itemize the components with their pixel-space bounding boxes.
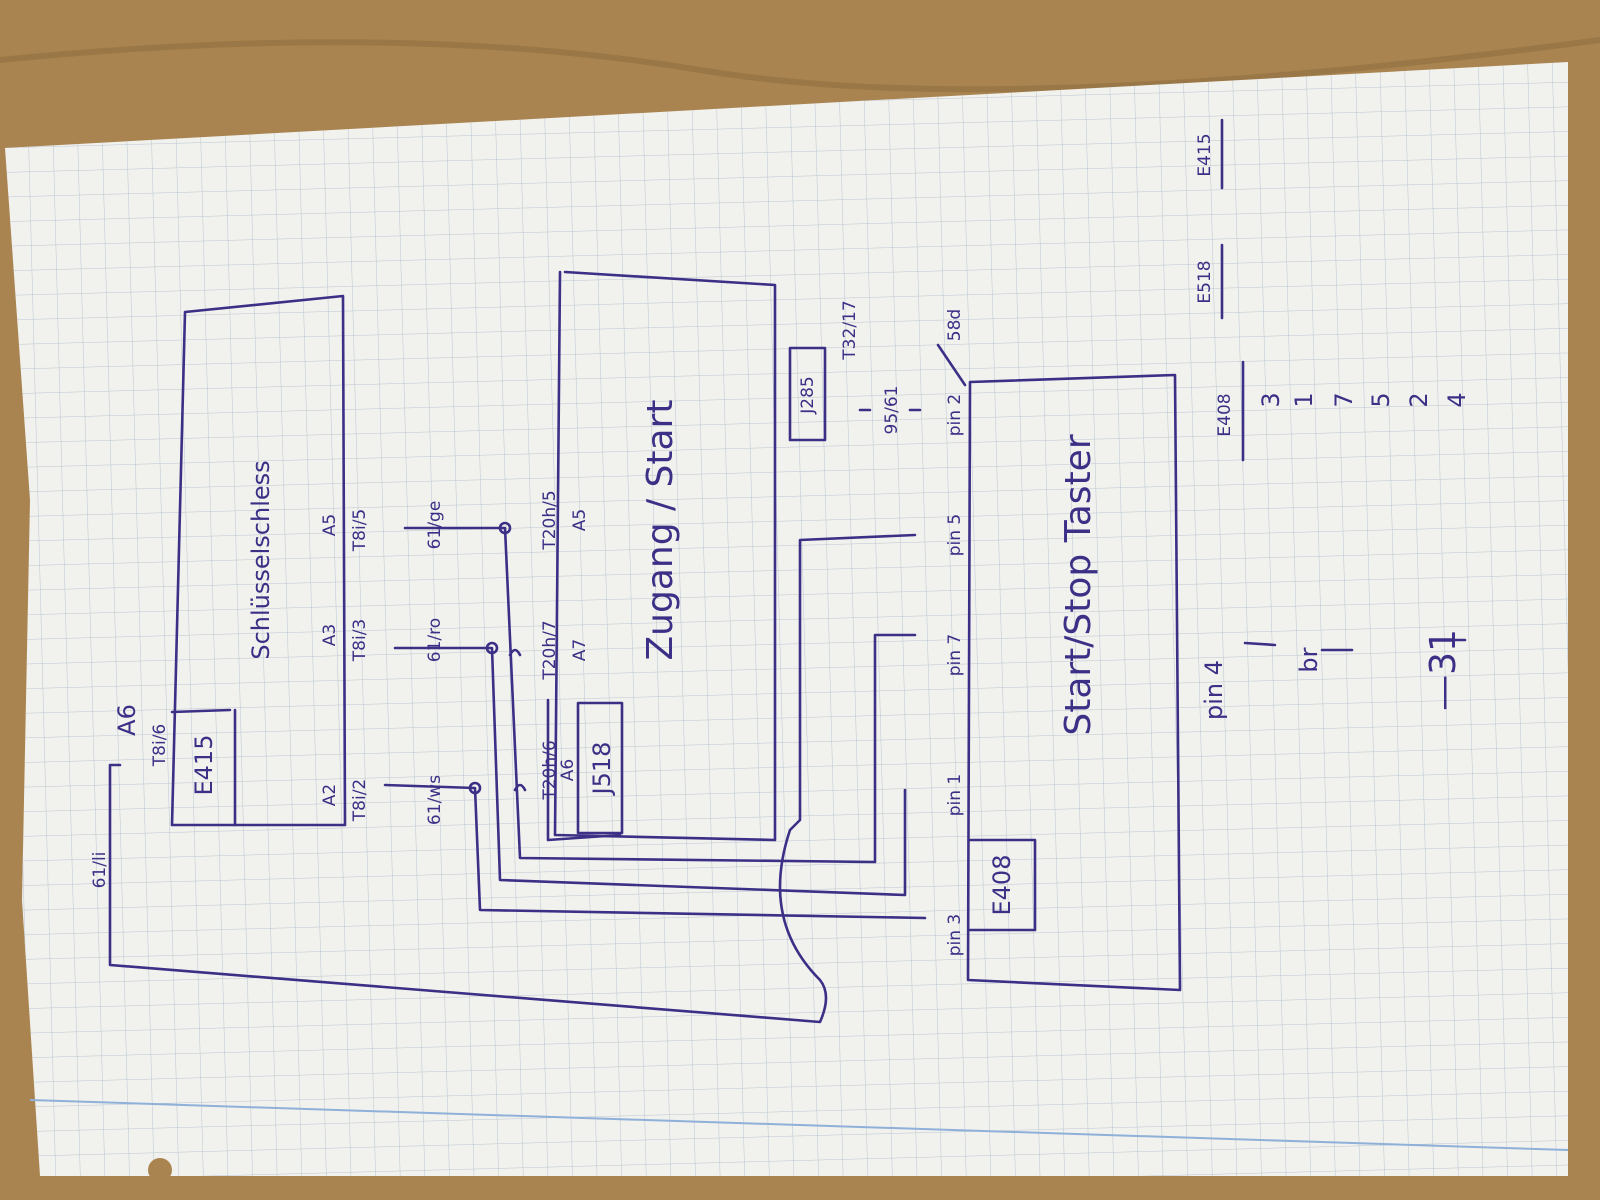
wire-label: 61/ws (425, 775, 445, 825)
legend-number: 5 (1367, 392, 1395, 407)
legend-header: E408 (1215, 393, 1235, 436)
wire-61-ws (383, 783, 927, 920)
wire-label: 61/ro (425, 618, 445, 662)
wire-label: 61/ge (425, 501, 445, 550)
pin-a6-label: A6 (113, 704, 141, 736)
legend-rules (1220, 118, 1245, 462)
pin-label: pin 7 (945, 634, 965, 677)
margin-line (29, 1099, 1569, 1151)
junction-dot (468, 781, 482, 795)
connector-label: T20h/7 (540, 620, 560, 680)
start-stop-box (966, 373, 1182, 992)
access-start-title: Zugang / Start (640, 399, 681, 660)
e415-label: E415 (190, 735, 218, 796)
access-start-box (553, 270, 777, 842)
pin-label: pin 1 (945, 774, 965, 817)
connector-label: T20h/5 (540, 490, 560, 550)
wire-61-li (108, 533, 917, 1024)
t32-17-label: T32/17 (840, 300, 860, 360)
ignition-lock-title: Schlüsselschless (247, 460, 275, 659)
e408-label: E408 (988, 855, 1016, 916)
j518-label: J518 (588, 742, 616, 797)
pin-label: pin 5 (945, 514, 965, 557)
j518-box (576, 701, 624, 835)
connector-label: T20h/6 (540, 740, 560, 800)
wire-61-ro (393, 646, 907, 897)
connector-label: T8i/3 (350, 619, 370, 662)
paper-grid (5, 62, 1568, 1176)
wire-61-li-label: 61/li (90, 852, 110, 889)
pin-label: A2 (320, 784, 340, 806)
pin-label: pin 3 (945, 914, 965, 957)
legend-number: 4 (1443, 392, 1471, 407)
pin-label: A5 (570, 509, 590, 531)
e415-box (170, 708, 237, 827)
term-58d-label: 58d (945, 309, 965, 341)
wire-58d (936, 343, 967, 387)
connector-label: T8i/5 (350, 509, 370, 552)
ground-31-label: —31 (1423, 629, 1464, 711)
legend-number: 7 (1330, 392, 1358, 407)
ignition-lock-box (170, 294, 347, 827)
junction-dot (498, 521, 512, 535)
wire-j518-link (508, 648, 622, 842)
junction-dot (485, 641, 499, 655)
pin-label: A7 (570, 639, 590, 661)
punch-hole (148, 1158, 172, 1182)
connector-label: T8i/2 (350, 779, 370, 822)
wood-grain (0, 37, 1600, 93)
j285-box (788, 346, 827, 442)
pin-label: A6 (558, 759, 578, 781)
e408-box (968, 838, 1037, 932)
legend-e518: E518 (1195, 260, 1215, 303)
t8i-6-label: T8i/6 (150, 724, 170, 767)
wire-ground (1243, 638, 1467, 652)
legend-number: 2 (1405, 392, 1433, 407)
legend-number: 3 (1257, 392, 1285, 407)
pin-label: pin 2 (945, 394, 965, 437)
legend-e415: E415 (1195, 133, 1215, 176)
wire-61-ge (403, 526, 917, 864)
pin4-label: pin 4 (1200, 660, 1228, 720)
wire-95-61-label: 95/61 (882, 386, 902, 435)
legend-number: 1 (1290, 392, 1318, 407)
pin-label: A5 (320, 514, 340, 536)
pin-label: A3 (320, 624, 340, 646)
wire-br-label: br (1295, 647, 1323, 672)
j285-label: J285 (798, 376, 818, 414)
start-stop-title: Start/Stop Taster (1058, 434, 1099, 735)
